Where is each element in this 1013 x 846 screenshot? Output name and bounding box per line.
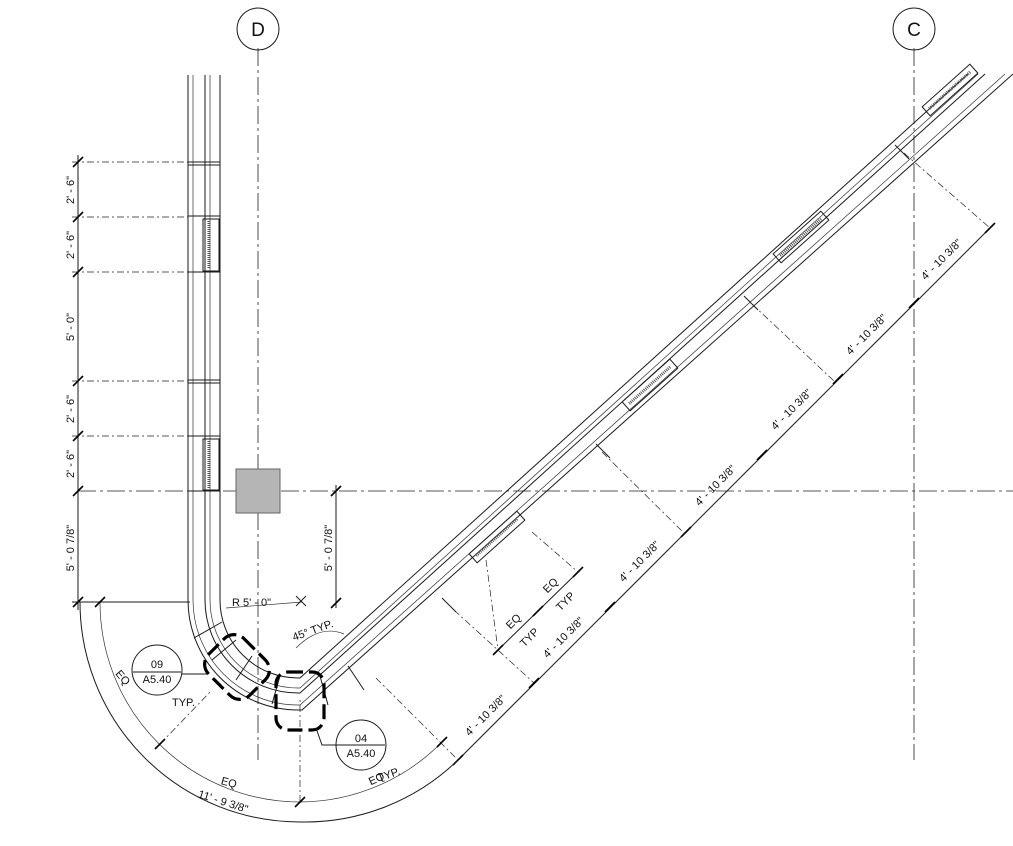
typ-label-1: TYP — [518, 626, 542, 650]
wall-inner-line — [219, 73, 969, 679]
arc-eq-bottom: EQ — [220, 775, 239, 791]
arc-eq-left: EQ — [113, 668, 133, 688]
arc-dimension: EQ EQ EQ TYP. 11' - 9 3/8" — [79, 596, 459, 823]
callout-04-number: 04 — [355, 733, 367, 745]
callout-04-sheet: A5.40 — [347, 748, 376, 760]
eq-label-2: EQ — [541, 576, 561, 596]
radius-annotation: R 5' - 0" — [225, 595, 307, 609]
vdim-6: 5' - 0 7/8" — [65, 525, 77, 571]
typ-label-2: TYP — [554, 590, 578, 614]
callout-09-typ: TYP. — [172, 697, 195, 709]
window-units-diagonal — [468, 63, 979, 564]
vdim-3: 5' - 0" — [65, 313, 77, 341]
grid-bubble-d — [236, 7, 280, 51]
angle-annotation: 45° TYP. — [291, 618, 345, 649]
dim-column-offset: 5' - 0 7/8" — [323, 525, 335, 571]
wall-line-3 — [204, 73, 986, 694]
vdim-1: 2' - 6" — [65, 176, 77, 204]
detail-callout-09[interactable]: 09 A5.40 TYP. — [131, 629, 275, 709]
arc-typ-right: TYP. — [376, 766, 402, 785]
grid-label-c: C — [907, 20, 921, 41]
eq-dimension: EQ TYP EQ TYP — [485, 531, 584, 656]
wall-line-2 — [192, 73, 1006, 706]
curved-wall — [187, 63, 1013, 711]
vdim-5: 2' - 6" — [65, 450, 77, 478]
vdim-4: 2' - 6" — [65, 395, 77, 423]
grid-bubble-c — [892, 7, 936, 51]
vertical-dimension-string: 2' - 6" 2' - 6" 5' - 0" 2' - 6" 2' - 6" … — [65, 155, 190, 610]
vertical-wall-joints — [188, 161, 220, 492]
column-offset-dimension: 5' - 0 7/8" — [323, 485, 342, 609]
window-units-vertical — [202, 218, 220, 491]
vdim-2: 2' - 6" — [65, 231, 77, 259]
wall-outer-line — [187, 73, 1013, 711]
curve-joints — [193, 621, 365, 706]
angle-label: 45° TYP. — [291, 618, 335, 644]
diagonal-dimension-row-outer: 4' - 10 3/8" 4' - 10 3/8" 4' - 10 3/8" 4… — [375, 152, 996, 766]
arc-total-label: 11' - 9 3/8" — [197, 788, 250, 815]
wall-line-4 — [209, 73, 979, 689]
structural-column — [235, 468, 281, 514]
radius-label: R 5' - 0" — [232, 597, 271, 609]
grid-lines: D C — [78, 7, 1013, 760]
callout-09-number: 09 — [151, 659, 163, 671]
detail-callout-04[interactable]: 04 A5.40 — [274, 670, 387, 771]
eq-label-1: EQ — [504, 612, 524, 632]
grid-label-d: D — [251, 20, 265, 41]
callout-09-sheet: A5.40 — [143, 674, 172, 686]
